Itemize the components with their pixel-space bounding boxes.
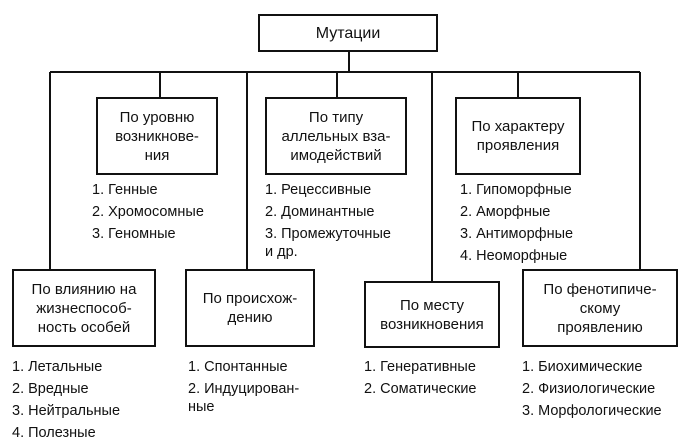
list-level: 1. Генные 2. Хромосомные 3. Геномные [92, 181, 204, 247]
category-label-viability: По влиянию на жизнеспособ- ность особей [31, 280, 137, 336]
list-item: 1. Летальные [12, 359, 103, 375]
list-item: 2. Хромосомные [92, 204, 204, 220]
list-item: 2. Аморфные [460, 204, 551, 220]
list-item: 2. Доминантные [265, 204, 375, 220]
category-label-phenotype: По фенотипиче- скому проявлению [543, 280, 657, 336]
list-item: 3. Геномные [92, 226, 176, 242]
category-box-allelic: По типу аллельных вза- имодействий [265, 97, 407, 175]
list-viability: 1. Летальные 2. Вредные 3. Нейтральные 4… [12, 358, 120, 446]
category-box-origin: По происхож- дению [185, 269, 315, 347]
list-item: 2. Вредные [12, 381, 89, 397]
list-item: 3. Нейтральные [12, 403, 121, 419]
list-allelic: 1. Рецессивные 2. Доминантные 3. Промежу… [265, 181, 391, 265]
category-box-phenotype: По фенотипиче- скому проявлению [522, 269, 678, 347]
list-item: 1. Рецессивные [265, 182, 372, 198]
list-item: 1. Генеративные [364, 359, 476, 375]
category-label-origin: По происхож- дению [202, 290, 298, 326]
category-box-place: По месту возникновения [364, 281, 500, 348]
list-item: 2. Индуцирован- ные [188, 381, 300, 415]
list-place: 1. Генеративные 2. Соматические [364, 358, 477, 402]
category-label-place: По месту возникновения [380, 296, 484, 333]
category-label-allelic: По типу аллельных вза- имодействий [281, 108, 391, 164]
list-item: 1. Генные [92, 182, 158, 198]
category-box-viability: По влиянию на жизнеспособ- ность особей [12, 269, 156, 347]
list-phenotype: 1. Биохимические 2. Физиологические 3. М… [522, 358, 662, 424]
list-item: 3. Антиморфные [460, 226, 574, 242]
list-origin: 1. Спонтанные 2. Индуцирован- ные [188, 358, 299, 420]
list-character: 1. Гипоморфные 2. Аморфные 3. Антиморфны… [460, 181, 573, 269]
list-item: 4. Полезные [12, 425, 96, 441]
list-item: 2. Соматические [364, 381, 477, 397]
root-label: Мутации [315, 24, 381, 42]
list-item: 3. Промежуточные и др. [265, 226, 391, 260]
category-box-character: По характеру проявления [455, 97, 581, 175]
category-label-level: По уровню возникнове- ния [115, 108, 199, 164]
list-item: 1. Биохимические [522, 359, 643, 375]
list-item: 2. Физиологические [522, 381, 656, 397]
list-item: 1. Спонтанные [188, 359, 288, 375]
category-box-level: По уровню возникнове- ния [96, 97, 218, 175]
list-item: 1. Гипоморфные [460, 182, 572, 198]
root-box: Мутации [258, 14, 438, 52]
category-label-character: По характеру проявления [471, 118, 565, 154]
list-item: 3. Морфологические [522, 403, 662, 419]
list-item: 4. Неоморфные [460, 248, 568, 264]
